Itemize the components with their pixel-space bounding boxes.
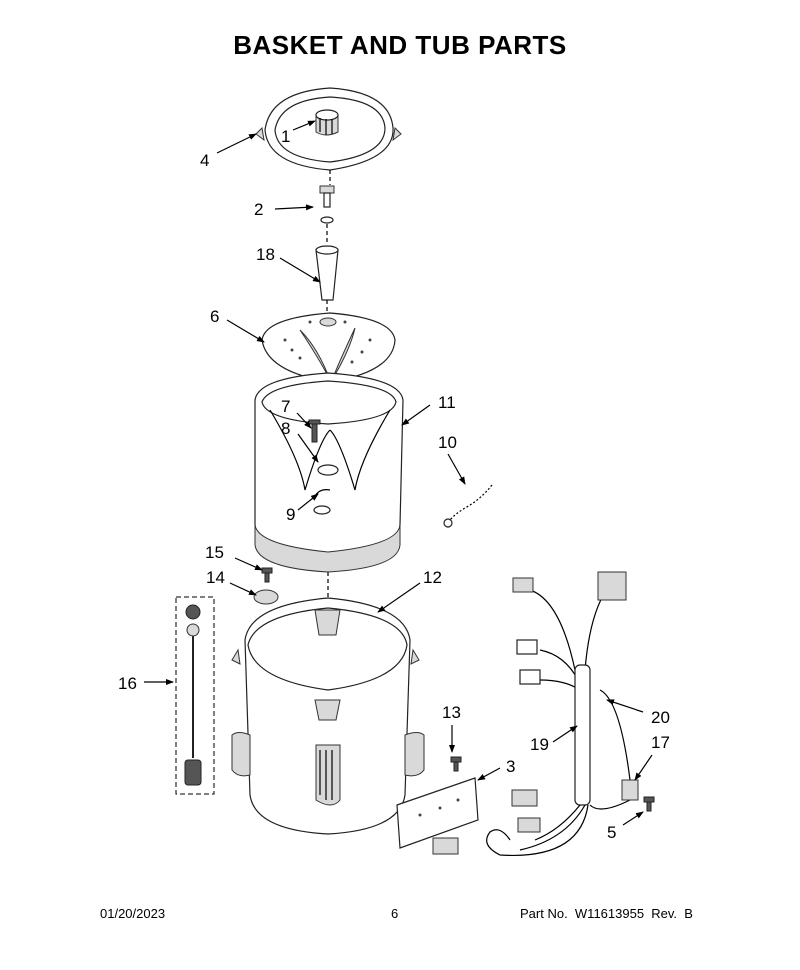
callout-13: 13 — [442, 703, 461, 722]
footer-date: 01/20/2023 — [100, 906, 166, 921]
callout-2: 2 — [254, 200, 263, 219]
basket-part-11 — [254, 372, 404, 600]
callout-6: 6 — [210, 307, 219, 326]
agitator-tube-part-18 — [315, 245, 339, 318]
callout-18: 18 — [256, 245, 275, 264]
screw-part-15 — [261, 567, 273, 583]
suspension-rod-part-16 — [175, 596, 215, 795]
callout-19: 19 — [530, 735, 549, 754]
bracket-part-14 — [253, 589, 279, 605]
control-board-part-3 — [396, 777, 479, 849]
callout-14: 14 — [206, 568, 225, 587]
callout-3: 3 — [506, 757, 515, 776]
callout-10: 10 — [438, 433, 457, 452]
footer-page-number: 6 — [391, 906, 399, 921]
impeller-part-6 — [261, 312, 396, 383]
switch-part-17 — [621, 779, 639, 801]
callout-4: 4 — [200, 151, 209, 170]
callout-11: 11 — [438, 393, 456, 412]
callout-16: 16 — [118, 674, 137, 693]
callout-7: 7 — [281, 397, 290, 416]
tub-part-12 — [231, 597, 425, 835]
page-title: BASKET AND TUB PARTS — [233, 30, 567, 60]
callout-9: 9 — [286, 505, 295, 524]
callout-12: 12 — [423, 568, 442, 587]
callout-15: 15 — [205, 543, 224, 562]
callout-1: 1 — [281, 127, 290, 146]
screw-part-5 — [643, 796, 655, 812]
agitator-cap-part-1 — [315, 109, 339, 136]
basket-ring-part-4 — [255, 87, 402, 185]
footer-part-number: Part No. W11613955 Rev. B — [520, 906, 693, 921]
ground-strap-part-10 — [443, 484, 493, 528]
screw-part-7 — [308, 419, 321, 443]
leader-arrows — [144, 120, 653, 826]
callout-20: 20 — [651, 708, 670, 727]
callout-5: 5 — [607, 823, 616, 842]
wire-harness-part-19 — [432, 571, 631, 857]
drain-hose-part-20 — [599, 689, 631, 781]
screw-part-13 — [450, 756, 462, 772]
bolt-part-2 — [319, 185, 335, 245]
callout-8: 8 — [281, 419, 290, 438]
callout-17: 17 — [651, 733, 670, 752]
